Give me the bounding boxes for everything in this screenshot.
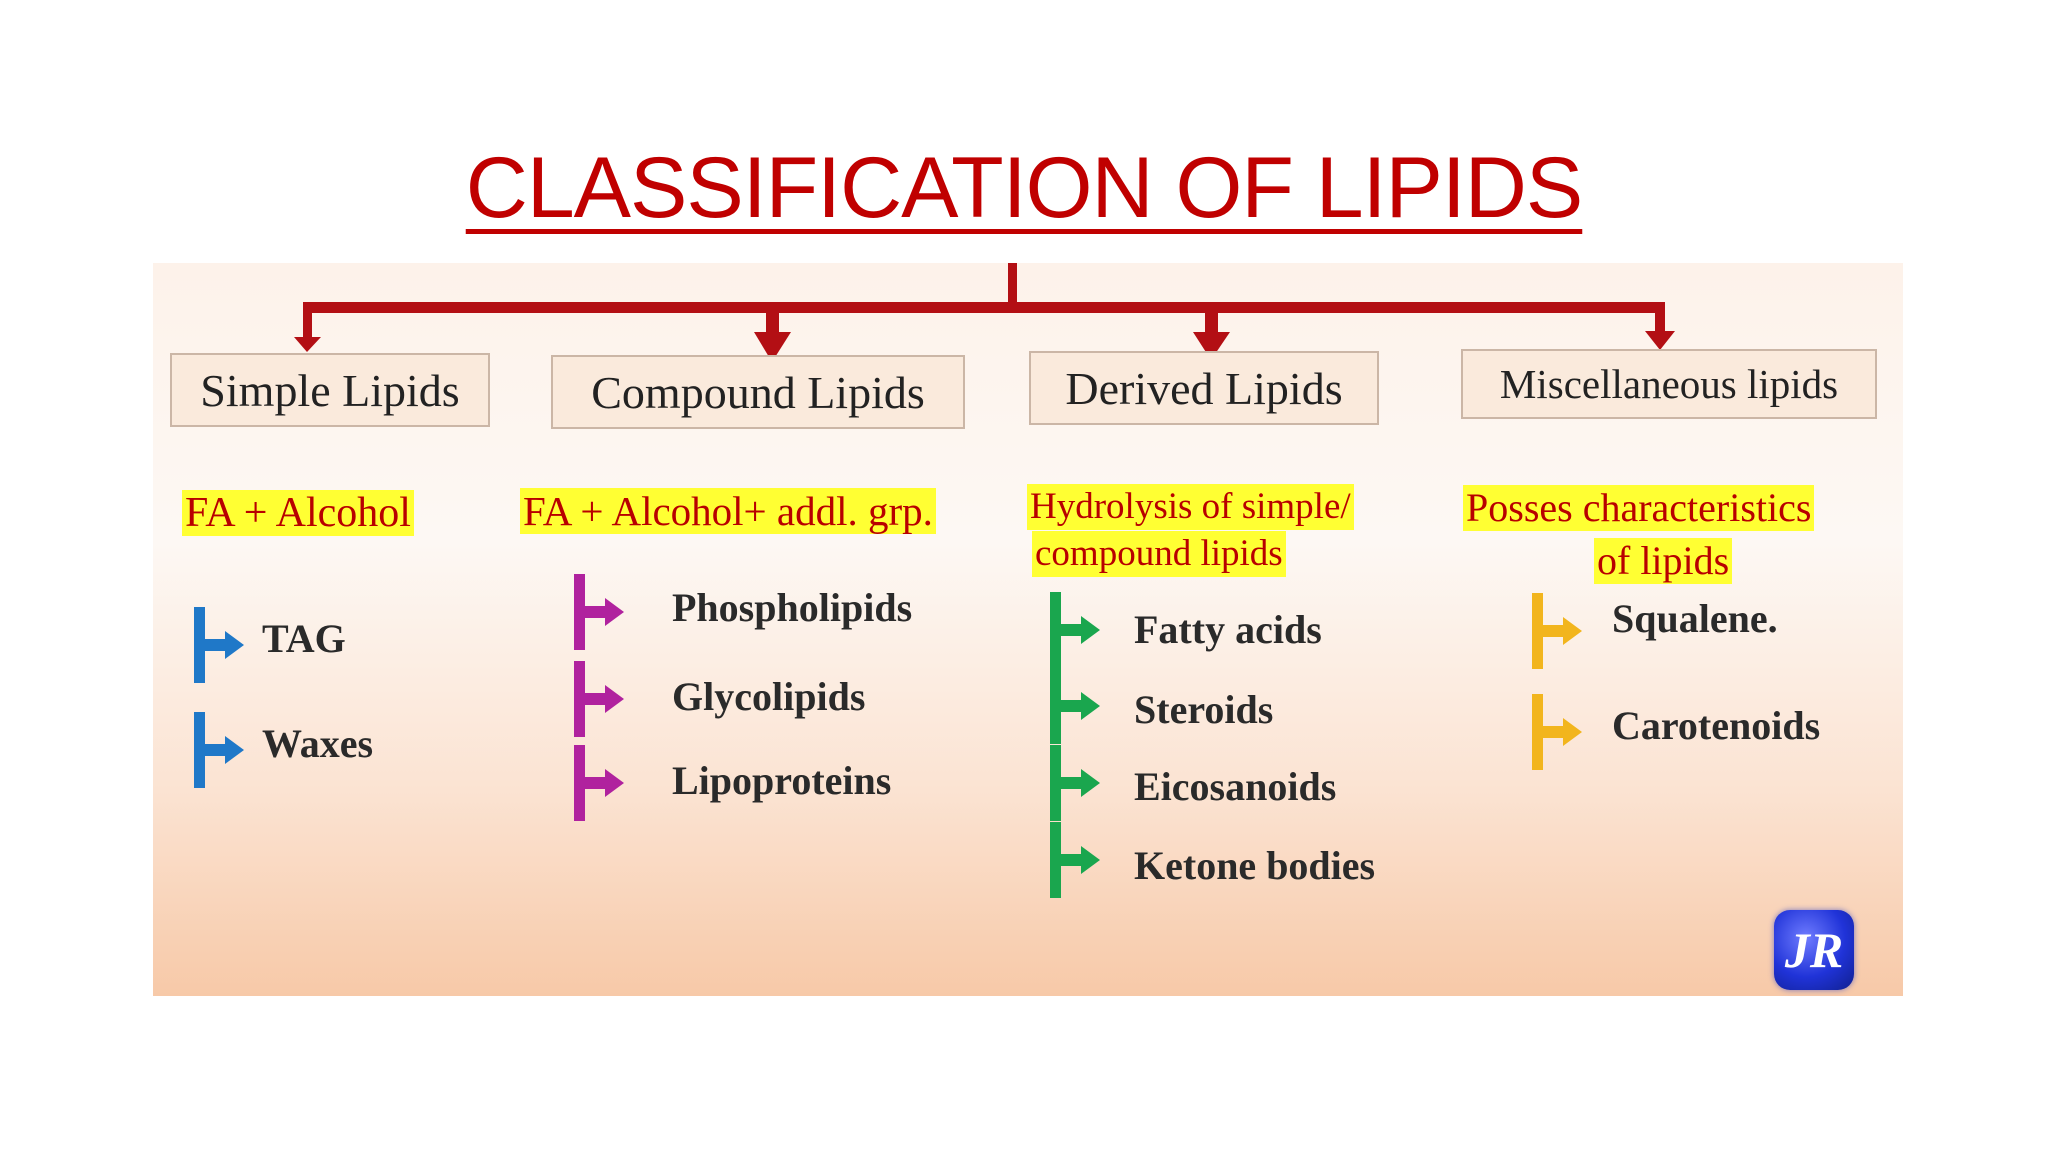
category-box-miscellaneous-lipids: Miscellaneous lipids: [1461, 349, 1877, 419]
bullet-arrow-icon: [574, 661, 624, 737]
description-misc-line2: of lipids: [1594, 538, 1733, 584]
item-label: Lipoproteins: [672, 758, 892, 803]
connector-trunk: [1008, 263, 1017, 311]
connector-drop-compound: [766, 302, 779, 336]
bullet-arrow-icon: [1050, 822, 1100, 898]
category-box-derived-lipids: Derived Lipids: [1029, 351, 1379, 425]
item-label: Eicosanoids: [1134, 764, 1337, 809]
arrowhead-misc: [1645, 331, 1675, 350]
arrowhead-derived: [1193, 332, 1230, 360]
page-title: CLASSIFICATION OF LIPIDS: [465, 140, 1584, 236]
connector-horizontal-bar: [303, 302, 1665, 313]
category-label: Simple Lipids: [200, 364, 460, 416]
bullet-arrow-icon: [574, 745, 624, 821]
jr-logo-icon: JR: [1774, 910, 1854, 990]
logo-text: JR: [1784, 922, 1844, 978]
category-label: Derived Lipids: [1065, 362, 1343, 414]
arrowhead-compound: [754, 332, 791, 362]
item-label: Glycolipids: [672, 674, 866, 719]
item-label: Fatty acids: [1134, 607, 1322, 652]
category-box-compound-lipids: Compound Lipids: [551, 355, 965, 429]
bullet-arrow-icon: [1050, 592, 1100, 668]
description-derived-line1: Hydrolysis of simple/: [1027, 484, 1354, 530]
bullet-arrow-icon: [194, 607, 244, 683]
connector-drop-derived: [1205, 302, 1218, 336]
description-misc-line1: Posses characteristics: [1463, 485, 1815, 531]
bullet-arrow-icon: [1050, 668, 1100, 744]
item-label: Phospholipids: [672, 585, 913, 630]
bullet-arrow-icon: [1050, 745, 1100, 821]
description-simple: FA + Alcohol: [182, 490, 414, 536]
connector-drop-misc: [1655, 302, 1665, 336]
item-label: Steroids: [1134, 687, 1274, 732]
bullet-arrow-icon: [574, 574, 624, 650]
bullet-arrow-icon: [194, 712, 244, 788]
item-label: TAG: [262, 616, 346, 661]
category-box-simple-lipids: Simple Lipids: [170, 353, 490, 427]
item-label: Waxes: [262, 721, 374, 766]
description-compound: FA + Alcohol+ addl. grp.: [520, 488, 936, 534]
arrowhead-simple: [294, 337, 321, 352]
item-label: Carotenoids: [1612, 703, 1821, 748]
category-label: Miscellaneous lipids: [1499, 361, 1839, 407]
item-label: Ketone bodies: [1134, 843, 1376, 888]
connector-drop-simple: [303, 302, 312, 342]
description-derived-line2: compound lipids: [1032, 531, 1286, 577]
bullet-arrow-icon: [1532, 593, 1582, 669]
bullet-arrow-icon: [1532, 694, 1582, 770]
category-label: Compound Lipids: [591, 366, 925, 418]
item-label: Squalene.: [1612, 596, 1778, 641]
